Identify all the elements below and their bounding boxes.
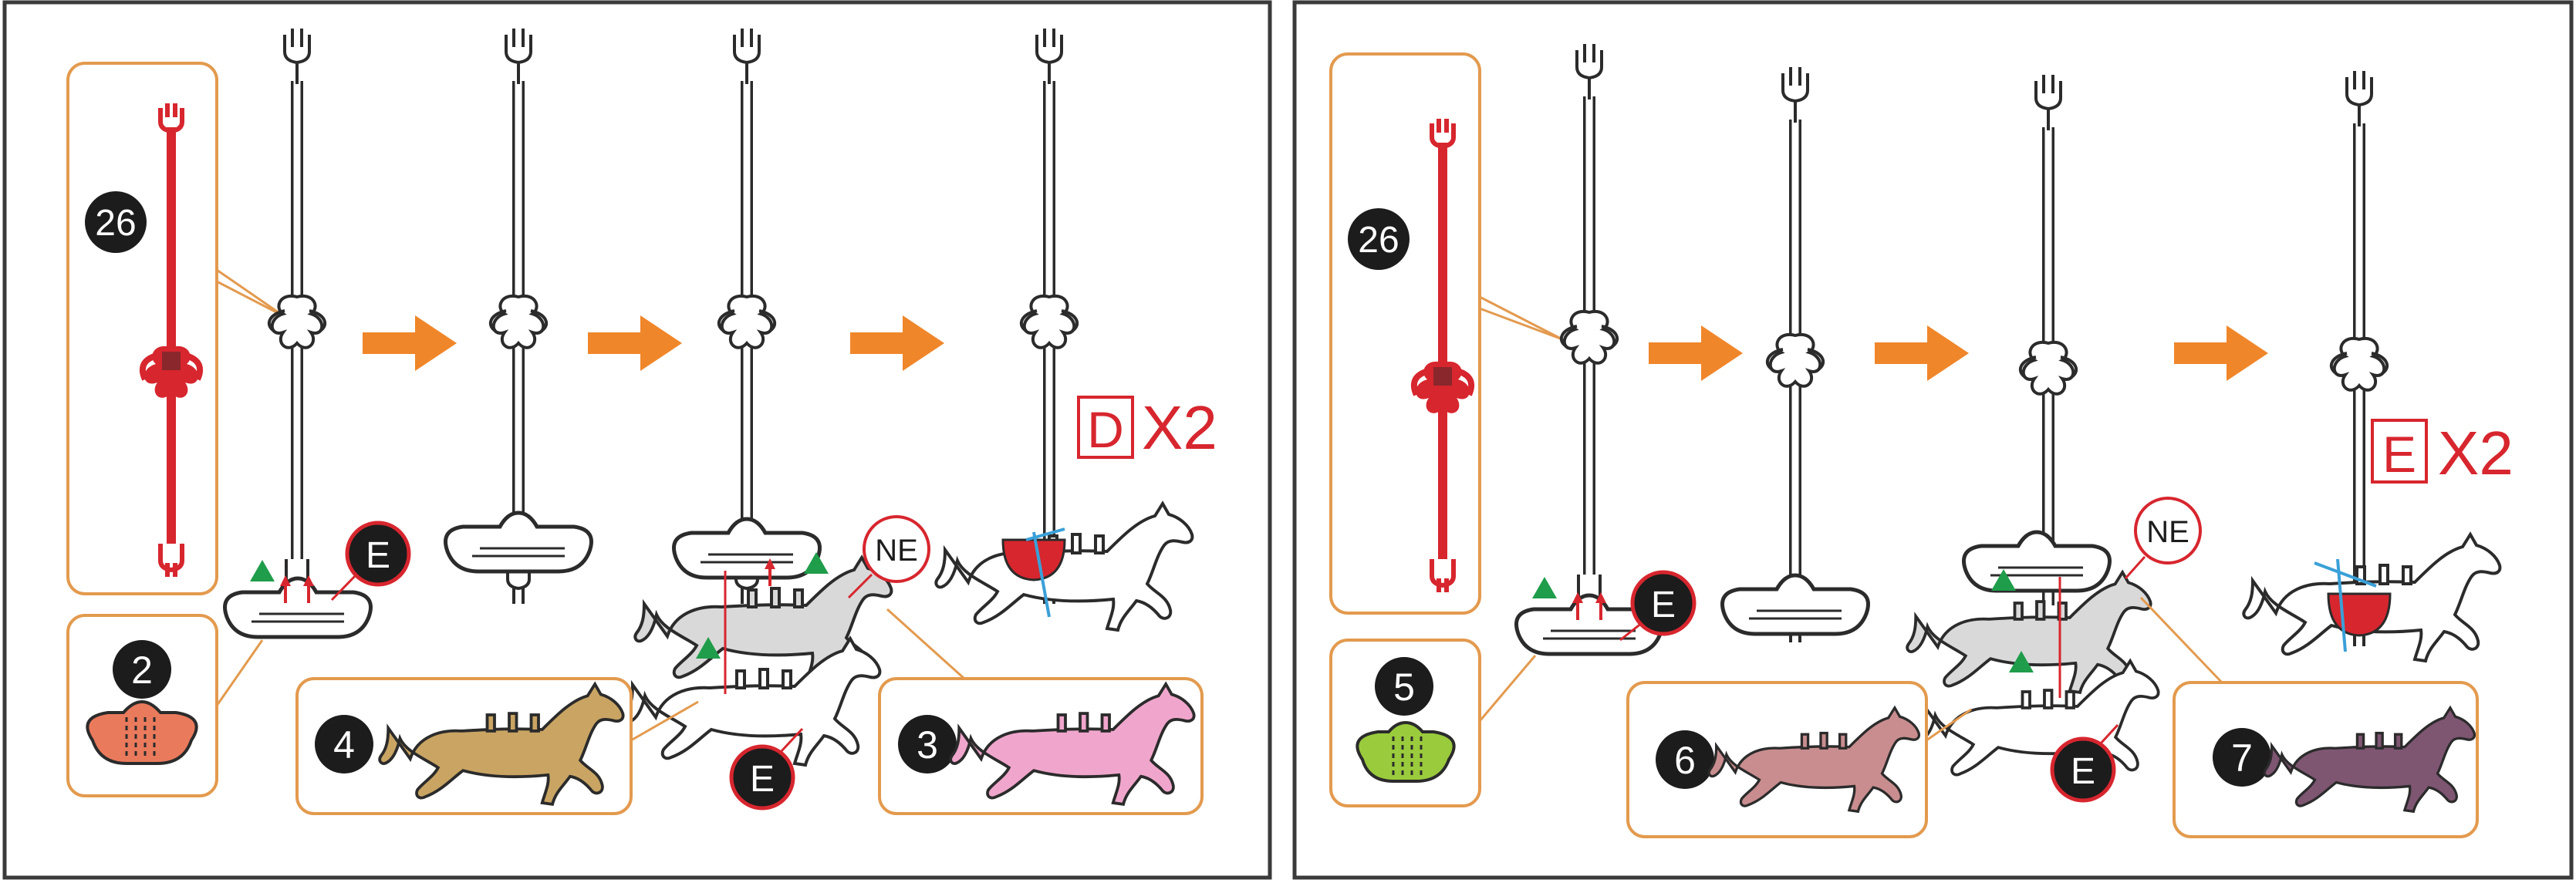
right-arrow-icon	[1875, 325, 1969, 381]
callout-line	[216, 280, 285, 318]
badge-e-label: E	[366, 535, 390, 576]
part-number-label: 3	[917, 723, 938, 767]
panel-frame-left	[2, 0, 1272, 880]
part-number-badge	[85, 191, 147, 253]
callout-line	[215, 639, 264, 706]
part-26-box	[1329, 52, 1481, 615]
qty-letter: D	[1087, 401, 1124, 458]
badge-ne	[863, 515, 930, 583]
panel-right: 26 5 E	[1329, 44, 2514, 838]
part-number-badge	[1656, 730, 1714, 789]
right-arrow-icon	[850, 315, 944, 371]
carousel-pole-icon	[1767, 67, 1823, 642]
part-number-label: 7	[2231, 736, 2253, 780]
blue-arrow-icon	[2314, 558, 2377, 652]
right-arrow-icon	[588, 315, 682, 371]
base-plate-icon	[1964, 532, 2110, 591]
callout-line	[1926, 708, 1972, 742]
qty-text: X2	[1142, 393, 1217, 462]
carousel-pole-icon	[2331, 71, 2387, 646]
badge-ne-label: NE	[875, 534, 918, 568]
part-number-label: 4	[333, 723, 355, 767]
base-plate-icon	[1723, 575, 1869, 634]
callout-line	[630, 700, 699, 742]
badge-pointer	[847, 573, 873, 599]
carousel-pole-icon	[1561, 44, 1617, 619]
badge-pointer	[330, 573, 358, 602]
qty-letter-box	[1077, 396, 1134, 459]
badge-e	[345, 521, 411, 587]
base-plate-detail	[125, 717, 156, 756]
base-plate-icon	[86, 699, 198, 765]
qty-letter-box	[2371, 419, 2428, 484]
green-triangle-icon	[1532, 577, 1557, 598]
green-triangle-icon	[250, 560, 275, 581]
base-plate-icon	[674, 519, 820, 578]
badge-pointer	[779, 727, 804, 753]
callout-line	[1479, 307, 1563, 341]
badge-pointer	[2124, 556, 2146, 579]
part-number-badge	[898, 715, 957, 773]
part-number-badge	[1375, 657, 1433, 716]
right-arrow-icon	[1649, 325, 1743, 381]
badge-ne-label: NE	[2146, 515, 2189, 549]
panel-left: 26 2 E	[66, 29, 1217, 815]
badge-e-label: E	[750, 759, 775, 800]
callout-line	[1479, 295, 1563, 341]
part-number-label: 6	[1674, 739, 1696, 782]
part-number-label: 26	[1358, 220, 1399, 261]
part-number-badge	[315, 715, 373, 773]
base-plate-icon	[225, 578, 371, 637]
panel-frame-right	[1292, 0, 2574, 880]
part-number-label: 5	[1393, 666, 1415, 709]
badge-e-label: E	[2071, 751, 2095, 792]
part-number-label: 26	[95, 203, 136, 244]
part-number-label: 2	[131, 649, 153, 692]
badge-e	[1630, 570, 1697, 636]
callout-line	[1478, 655, 1537, 722]
base-plate-icon	[1356, 720, 1456, 783]
blue-arrow-icon	[1025, 527, 1065, 618]
horse-icon	[622, 637, 882, 767]
part-number-badge	[1348, 208, 1410, 270]
right-arrow-icon	[363, 315, 457, 371]
qty-letter: E	[2382, 426, 2416, 483]
badge-e	[2050, 736, 2116, 803]
part-number-badge	[2213, 728, 2271, 787]
horse-icon	[934, 502, 1194, 632]
callout-line	[886, 608, 966, 680]
callout-line	[2139, 596, 2223, 684]
right-arrow-icon	[2174, 325, 2268, 381]
carousel-pole-icon	[269, 29, 325, 604]
qty-text: X2	[2438, 419, 2514, 487]
carousel-pole-icon	[1021, 29, 1077, 604]
part-number-badge	[113, 640, 171, 699]
badge-pointer	[2098, 723, 2119, 746]
badge-e-label: E	[1651, 585, 1676, 625]
base-plate-detail	[1392, 736, 1423, 775]
badge-pointer	[1619, 622, 1642, 642]
base-plate-icon	[446, 513, 592, 571]
badge-ne	[2134, 497, 2202, 565]
saddle-icon	[1001, 538, 1066, 581]
badge-e	[729, 744, 795, 811]
part-26-box	[66, 62, 218, 595]
callout-line	[216, 268, 285, 318]
